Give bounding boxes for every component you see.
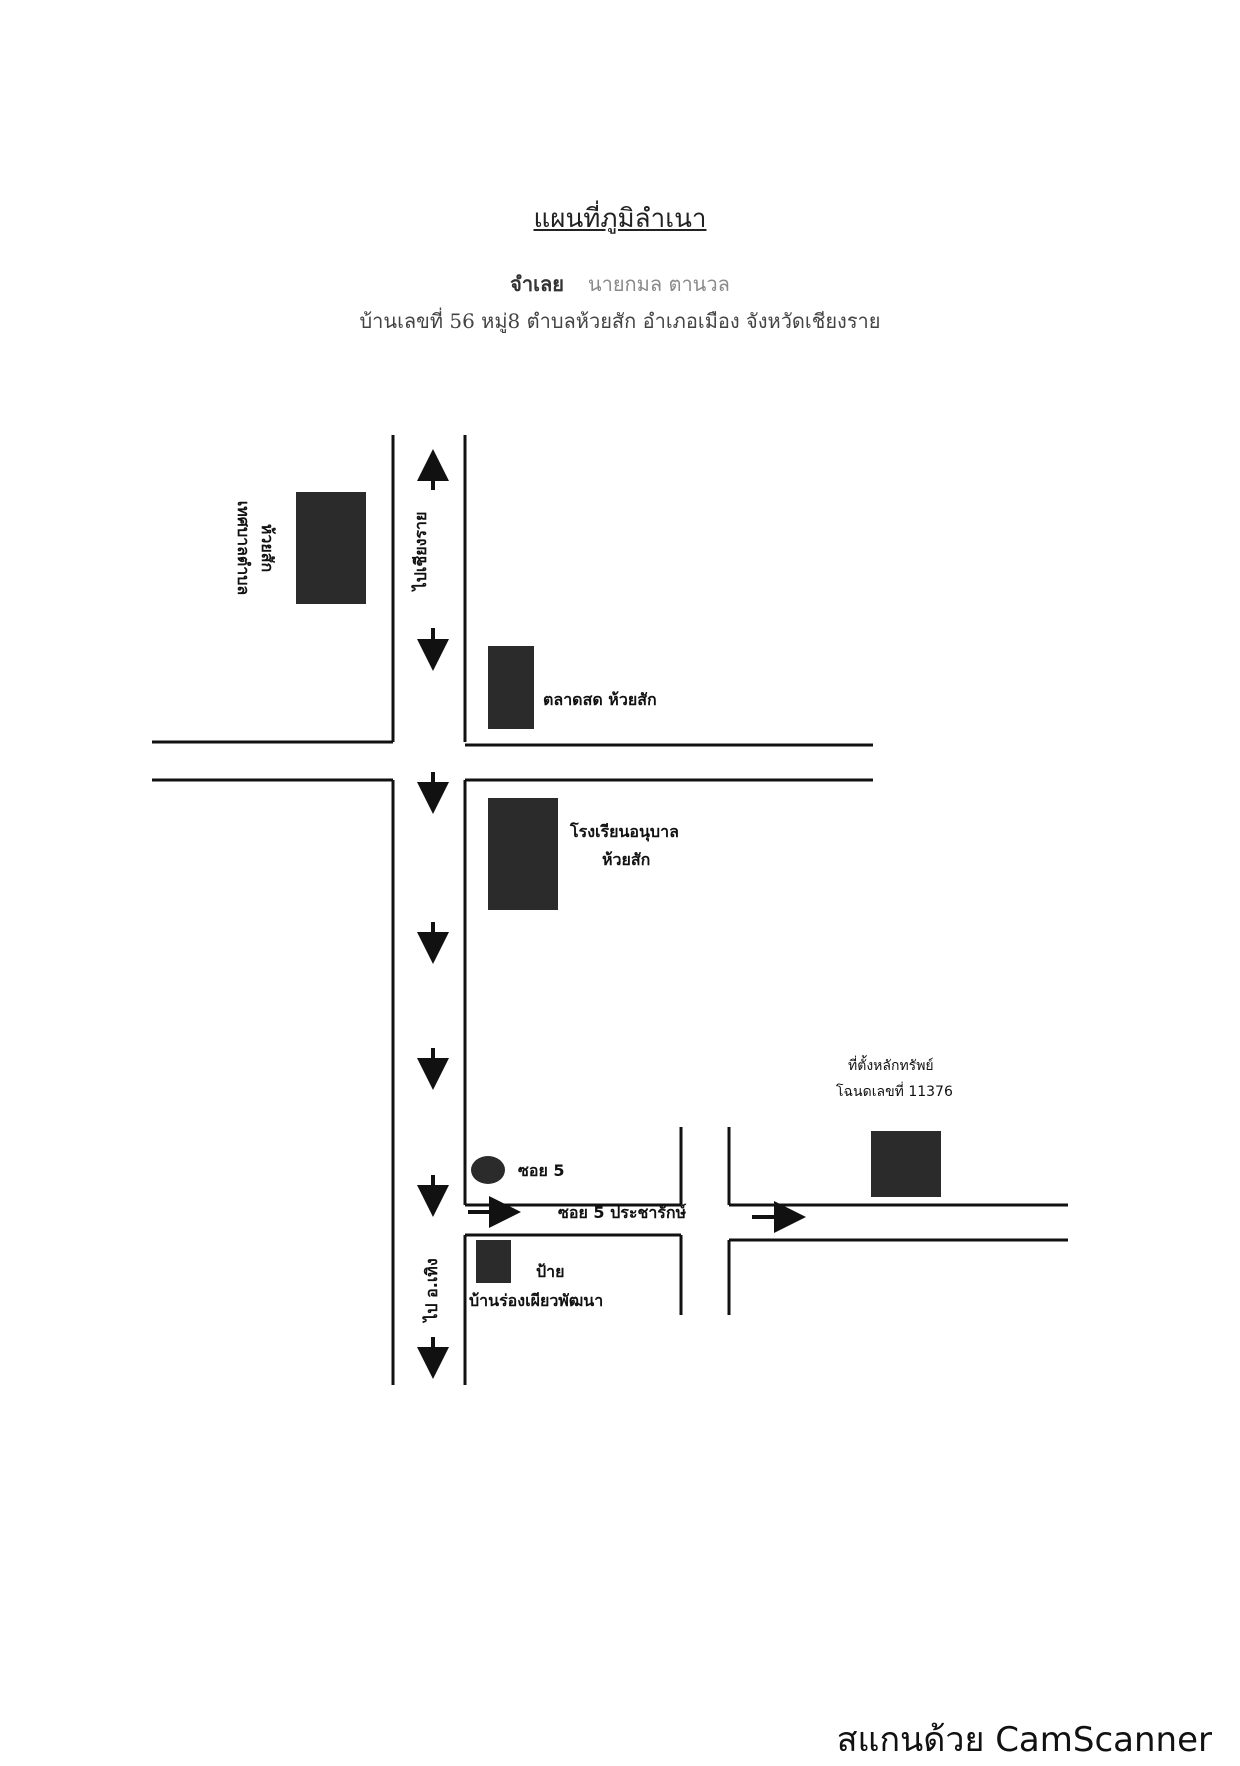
fresh-market-label: ตลาดสด ห้วยสัก — [543, 690, 657, 709]
municipality-label-line2: ห้วยสัก — [258, 524, 277, 572]
kindergarten-label-line1: โรงเรียนอนุบาล — [569, 821, 679, 842]
camscanner-footer: สแกนด้วย CamScanner — [836, 1720, 1212, 1760]
property-building — [871, 1131, 941, 1197]
soi5-road-label: ซอย 5 ประชารักษ์ — [558, 1203, 687, 1222]
sign-marker — [476, 1240, 511, 1283]
fresh-market-building — [488, 646, 534, 729]
defendant-label: จำเลย — [510, 272, 564, 296]
municipality-building — [296, 492, 366, 604]
property-label-line1: ที่ตั้งหลักทรัพย์ — [848, 1055, 934, 1074]
to-chiang-rai-label: ไปเชียงราย — [411, 512, 430, 593]
property-label-line2: โฉนดเลขที่ 11376 — [836, 1082, 953, 1100]
sign-label-line2: บ้านร่องเผียวพัฒนา — [469, 1291, 603, 1310]
kindergarten-building — [488, 798, 558, 910]
document-title: แผนที่ภูมิลำเนา — [533, 204, 707, 234]
address-line: บ้านเลขที่ 56 หมู่8 ตำบลห้วยสัก อำเภอเมื… — [359, 309, 881, 333]
soi5-marker — [471, 1156, 505, 1184]
municipality-label-line1: เทศบาลตำบล — [234, 501, 253, 595]
sign-label-line1: ป้าย — [536, 1262, 565, 1281]
soi5-label: ซอย 5 — [518, 1161, 565, 1180]
defendant-line: จำเลย นายกมล ตานวล — [0, 268, 1240, 300]
to-thoeng-label: ไป อ.เทิง — [422, 1258, 441, 1323]
kindergarten-label-line2: ห้วยสัก — [602, 850, 650, 869]
defendant-name: นายกมล ตานวล — [587, 272, 730, 296]
